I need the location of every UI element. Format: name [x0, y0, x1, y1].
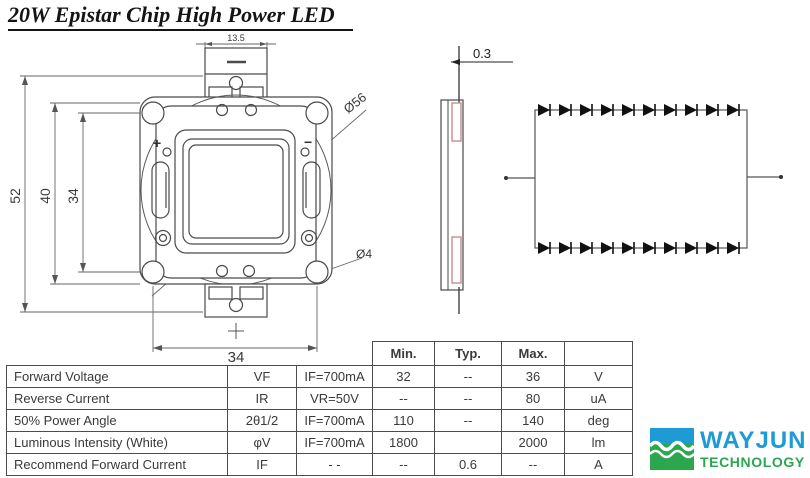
technical-drawing: 52 40 34 34 13.5 Ø56 Ø4 — [7, 33, 783, 365]
param-max: 80 — [501, 387, 565, 410]
terminal-pad-bottom — [451, 236, 462, 284]
param-typ: -- — [434, 409, 502, 432]
param-name: Recommend Forward Current — [6, 453, 228, 476]
mounting-holes — [141, 101, 329, 284]
header-typ: Typ. — [434, 341, 502, 366]
param-max: 2000 — [501, 431, 565, 454]
table-row: Reverse Current IR VR=50V -- -- 80 uA — [6, 387, 633, 410]
param-condition: IF=700mA — [296, 409, 373, 432]
dim-40-label: 40 — [37, 188, 53, 204]
circuit-diagram — [504, 103, 783, 255]
header-unit — [564, 341, 633, 366]
param-name: 50% Power Angle — [6, 409, 228, 432]
minus-polarity-mark: − — [304, 134, 312, 150]
header-spacer — [228, 342, 297, 366]
dim-52-label: 52 — [7, 188, 23, 204]
header-spacer — [7, 342, 228, 366]
param-max: 36 — [501, 365, 565, 388]
terminal-pad-top — [451, 102, 462, 142]
param-name: Forward Voltage — [6, 365, 228, 388]
param-unit: uA — [564, 387, 633, 410]
param-condition: IF=700mA — [296, 431, 373, 454]
param-typ: -- — [434, 387, 502, 410]
header-min: Min. — [372, 341, 435, 366]
param-unit: lm — [564, 431, 633, 454]
param-condition: VR=50V — [296, 387, 373, 410]
led-emitting-area — [174, 129, 296, 254]
param-name: Reverse Current — [6, 387, 228, 410]
param-unit: deg — [564, 409, 633, 432]
param-unit: V — [564, 365, 633, 388]
param-max: -- — [501, 453, 565, 476]
dim-tab-width-label: 13.5 — [227, 33, 245, 43]
param-symbol: VF — [227, 365, 297, 388]
logo-subtitle: TECHNOLOGY — [700, 454, 805, 470]
param-min: 1800 — [372, 431, 435, 454]
param-symbol: φV — [227, 431, 297, 454]
header-max: Max. — [501, 341, 565, 366]
wayjun-wave-icon — [650, 428, 694, 470]
dim-34-left-label: 34 — [65, 188, 81, 204]
param-symbol: IF — [227, 453, 297, 476]
plus-polarity-mark: + — [153, 135, 161, 151]
param-min: -- — [372, 387, 435, 410]
param-min: 110 — [372, 409, 435, 432]
param-symbol: 2θ1/2 — [227, 409, 297, 432]
param-min: -- — [372, 453, 435, 476]
spec-header-row: Min. Typ. Max. — [7, 341, 633, 366]
dim-34-bottom-label: 34 — [228, 349, 245, 365]
param-typ: -- — [434, 365, 502, 388]
header-spacer — [297, 342, 373, 366]
circle-diameter-label: Ø56 — [341, 89, 370, 116]
top-terminal-tab — [204, 47, 268, 99]
logo-name: WAYJUN — [700, 427, 807, 454]
front-view: 52 40 34 34 13.5 Ø56 Ø4 — [7, 33, 372, 365]
spec-table: Min. Typ. Max. Forward Voltage VF IF=700… — [6, 341, 633, 476]
page-title: 20W Epistar Chip High Power LED — [8, 2, 353, 31]
param-typ: 0.6 — [434, 453, 502, 476]
param-condition: - - — [296, 453, 373, 476]
table-row: 50% Power Angle 2θ1/2 IF=700mA 110 -- 14… — [6, 409, 633, 432]
param-min: 32 — [372, 365, 435, 388]
table-row: Luminous Intensity (White) φV IF=700mA 1… — [6, 431, 633, 454]
dim-thickness-label: 0.3 — [473, 46, 491, 61]
wire-slots — [151, 161, 321, 219]
table-row: Recommend Forward Current IF - - -- 0.6 … — [6, 453, 633, 476]
param-typ — [434, 431, 502, 454]
param-symbol: IR — [227, 387, 297, 410]
param-max: 140 — [501, 409, 565, 432]
param-name: Luminous Intensity (White) — [6, 431, 228, 454]
param-condition: IF=700mA — [296, 365, 373, 388]
table-row: Forward Voltage VF IF=700mA 32 -- 36 V — [6, 365, 633, 388]
logo: WAYJUN TECHNOLOGY — [650, 428, 806, 470]
hole-diameter-label: Ø4 — [356, 247, 372, 261]
side-view: 0.3 — [440, 46, 513, 314]
bottom-terminal-tab — [204, 283, 268, 318]
param-unit: A — [564, 453, 633, 476]
